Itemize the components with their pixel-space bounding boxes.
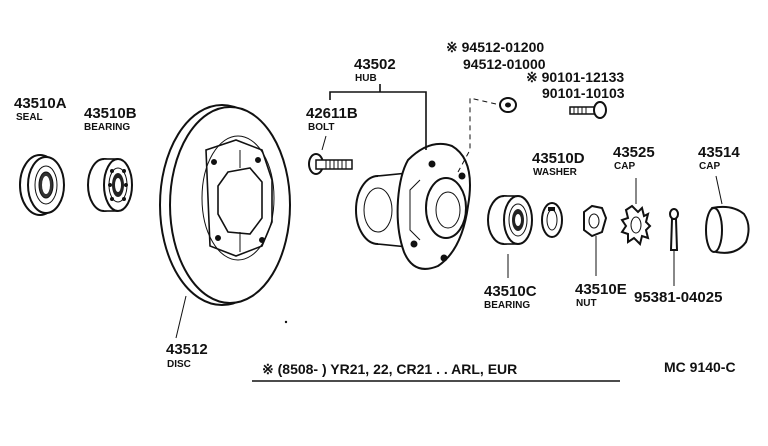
washer-part-number-b: 94512-01000 — [463, 56, 546, 72]
nut-number: 43510E — [575, 281, 627, 298]
spindle-cap-label: CAP — [614, 161, 635, 172]
hub-drawing — [355, 142, 471, 270]
washer-number: 43510D — [532, 150, 585, 167]
cotter-pin-drawing — [669, 208, 679, 286]
inner-bearing-number: 43510C — [484, 283, 537, 300]
nut-drawing — [583, 204, 608, 276]
bolt-number: 42611B — [306, 105, 358, 122]
cotter-pin-number: 95381-04025 — [634, 289, 722, 306]
applicability-note: ※ (8508- ) YR21, 22, CR21 . . ARL, EUR — [262, 361, 517, 377]
seal-drawing — [19, 154, 65, 216]
hub-label: HUB — [355, 73, 377, 84]
disc-drawing — [159, 104, 291, 339]
disc-label: DISC — [167, 359, 191, 370]
hub-bolt-drawing — [308, 135, 353, 175]
nut-label: NUT — [576, 298, 597, 309]
outer-bearing-label: BEARING — [84, 122, 130, 133]
spindle-cap-drawing — [620, 178, 652, 246]
small-washer-drawing — [499, 97, 517, 113]
bolt-part-number-a: ※ 90101-12133 — [526, 69, 624, 85]
grease-cap-number: 43514 — [698, 144, 740, 161]
grease-cap-drawing — [705, 175, 750, 254]
seal-number: 43510A — [14, 95, 67, 112]
washer-drawing — [541, 202, 563, 238]
bolt-part-number-b: 90101-10103 — [542, 85, 625, 101]
washer-part-number-a: ※ 94512-01200 — [446, 39, 544, 55]
inner-bearing-label: BEARING — [484, 300, 530, 311]
outer-bearing-number: 43510B — [84, 105, 137, 122]
hub-number: 43502 — [354, 56, 396, 73]
dashed-leader — [457, 97, 497, 173]
diagram-id: MC 9140-C — [664, 359, 736, 375]
stray-mark — [284, 320, 288, 324]
outer-bearing-drawing — [87, 158, 133, 212]
inner-bearing-drawing — [487, 195, 533, 278]
small-bolt-drawing — [569, 101, 607, 119]
disc-number: 43512 — [166, 341, 208, 358]
seal-label: SEAL — [16, 112, 43, 123]
grease-cap-label: CAP — [699, 161, 720, 172]
spindle-cap-number: 43525 — [613, 144, 655, 161]
hub-leader — [329, 84, 427, 150]
bolt-label: BOLT — [308, 122, 334, 133]
washer-label: WASHER — [533, 167, 578, 178]
